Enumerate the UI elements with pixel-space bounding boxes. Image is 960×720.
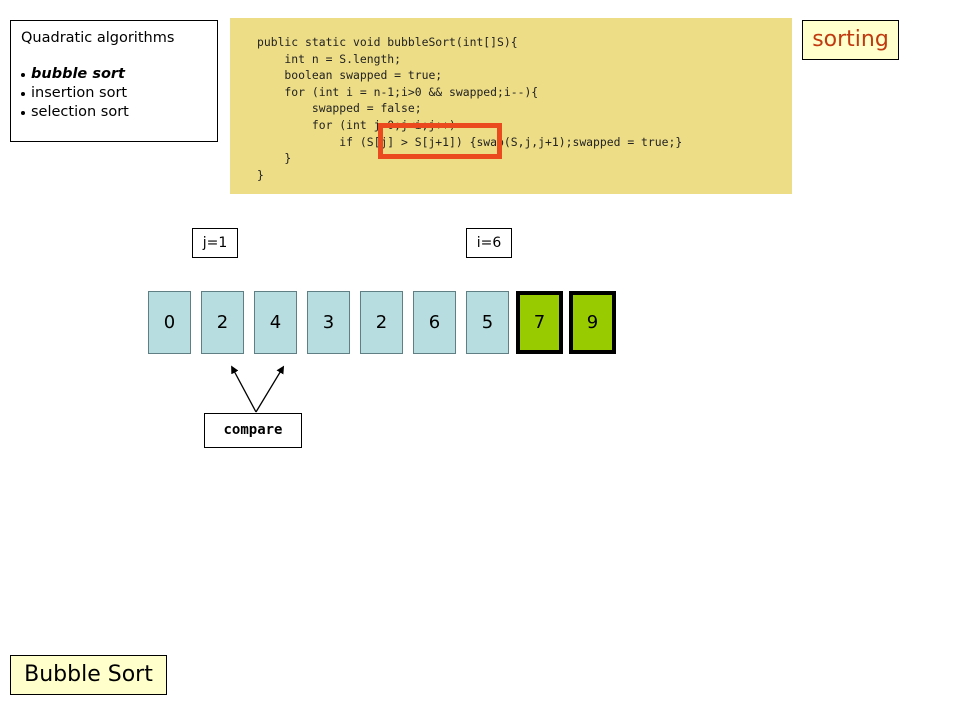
array-cell: 4	[254, 291, 297, 354]
array-cell: 2	[360, 291, 403, 354]
arrow-left-icon	[231, 365, 257, 413]
algorithm-item-bubble-sort: bubble sort	[21, 65, 207, 84]
array-cell-sorted: 9	[569, 291, 616, 354]
algorithms-list: bubble sort insertion sort selection sor…	[21, 65, 207, 122]
code-block: public static void bubbleSort(int[]S){ i…	[257, 35, 683, 182]
array-cell: 2	[201, 291, 244, 354]
i-pointer-label: i=6	[466, 228, 512, 258]
quadratic-algorithms-box: Quadratic algorithms bubble sort inserti…	[10, 20, 218, 142]
slide-title: Bubble Sort	[10, 655, 167, 695]
algorithm-item-selection-sort: selection sort	[21, 103, 207, 122]
algorithm-item-insertion-sort: insertion sort	[21, 84, 207, 103]
compare-label: compare	[204, 413, 302, 448]
array-cell: 3	[307, 291, 350, 354]
arrow-right-icon	[255, 365, 285, 413]
array-cell: 5	[466, 291, 509, 354]
code-panel: public static void bubbleSort(int[]S){ i…	[230, 18, 792, 194]
sorting-tag: sorting	[802, 20, 899, 60]
j-pointer-label: j=1	[192, 228, 238, 258]
array-cell: 0	[148, 291, 191, 354]
compare-arrows	[231, 365, 285, 413]
algorithms-title: Quadratic algorithms	[21, 30, 175, 46]
array-cell-sorted: 7	[516, 291, 563, 354]
array-cell: 6	[413, 291, 456, 354]
comparison-highlight	[378, 123, 502, 159]
